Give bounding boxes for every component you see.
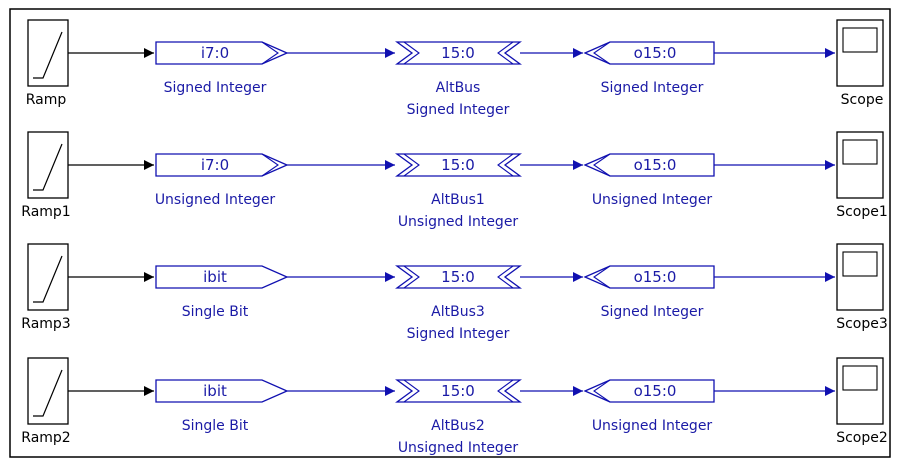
scope-block[interactable] (836, 19, 884, 87)
input-label: Signed Integer (164, 80, 267, 96)
altbus-chevron-left (403, 153, 420, 177)
output-chevron (593, 379, 611, 403)
scope-label: Scope1 (836, 204, 888, 220)
altbus-text: 15:0 (441, 382, 475, 400)
diagram-frame (9, 8, 891, 458)
ramp-label: Ramp1 (21, 204, 70, 220)
altbus-block[interactable]: 15:0 (395, 153, 522, 177)
scope-screen-icon (842, 27, 878, 53)
output-label: Unsigned Integer (592, 418, 713, 434)
scope-screen-icon (842, 139, 878, 165)
ramp-box (27, 243, 69, 311)
altbus-chevron-right (497, 265, 514, 289)
altbus-name: AltBus1 (431, 192, 485, 208)
ramp-box (27, 131, 69, 199)
input-block[interactable]: ibit (155, 265, 289, 289)
ramp-block[interactable] (27, 19, 69, 87)
altbus-box (395, 153, 522, 177)
altbus-type: Signed Integer (407, 102, 510, 118)
altbus-block[interactable]: 15:0 (395, 379, 522, 403)
scope-screen-icon (842, 365, 878, 391)
ramp-block[interactable] (27, 243, 69, 311)
output-label: Signed Integer (601, 80, 704, 96)
ramp-label: Ramp2 (21, 430, 70, 446)
input-chevron (261, 153, 279, 177)
altbus-name: AltBus (436, 80, 481, 96)
altbus-type: Signed Integer (407, 326, 510, 342)
scope-block[interactable] (836, 357, 884, 425)
output-label: Unsigned Integer (592, 192, 713, 208)
altbus-chevron-right (497, 153, 514, 177)
altbus-text: 15:0 (441, 44, 475, 62)
input-text: i7:0 (201, 156, 229, 174)
input-box (155, 153, 289, 177)
scope-screen-icon (842, 251, 878, 277)
output-block[interactable]: o15:0 (583, 379, 715, 403)
output-block[interactable]: o15:0 (583, 153, 715, 177)
altbus-chevron-left (403, 265, 420, 289)
altbus-name: AltBus2 (431, 418, 485, 434)
input-text: i7:0 (201, 44, 229, 62)
output-text: o15:0 (634, 44, 677, 62)
output-chevron (593, 41, 611, 65)
input-label: Unsigned Integer (155, 192, 276, 208)
ramp-icon (33, 255, 63, 303)
input-box (155, 379, 289, 403)
altbus-text: 15:0 (441, 268, 475, 286)
altbus-chevron-left (403, 41, 420, 65)
ramp-icon (33, 143, 63, 191)
input-box (155, 265, 289, 289)
output-text: o15:0 (634, 268, 677, 286)
altbus-box (395, 41, 522, 65)
output-text: o15:0 (634, 156, 677, 174)
altbus-box (395, 265, 522, 289)
output-block[interactable]: o15:0 (583, 265, 715, 289)
altbus-chevron-right (497, 41, 514, 65)
altbus-block[interactable]: 15:0 (395, 265, 522, 289)
scope-block[interactable] (836, 131, 884, 199)
ramp-block[interactable] (27, 357, 69, 425)
input-text: ibit (203, 382, 227, 400)
altbus-chevron-right (497, 379, 514, 403)
output-chevron (593, 153, 611, 177)
ramp-block[interactable] (27, 131, 69, 199)
output-chevron (593, 265, 611, 289)
altbus-text: 15:0 (441, 156, 475, 174)
input-text: ibit (203, 268, 227, 286)
input-label: Single Bit (182, 418, 249, 434)
scope-label: Scope3 (836, 316, 888, 332)
input-label: Single Bit (182, 304, 249, 320)
ramp-icon (33, 369, 63, 417)
input-block[interactable]: ibit (155, 379, 289, 403)
altbus-chevron-left (403, 379, 420, 403)
altbus-block[interactable]: 15:0 (395, 41, 522, 65)
altbus-name: AltBus3 (431, 304, 485, 320)
ramp-label: Ramp3 (21, 316, 70, 332)
altbus-type: Unsigned Integer (398, 214, 519, 230)
scope-block[interactable] (836, 243, 884, 311)
ramp-box (27, 19, 69, 87)
input-chevron (261, 41, 279, 65)
output-block[interactable]: o15:0 (583, 41, 715, 65)
input-box (155, 41, 289, 65)
altbus-box (395, 379, 522, 403)
ramp-label: Ramp (26, 92, 67, 108)
altbus-type: Unsigned Integer (398, 440, 519, 456)
output-label: Signed Integer (601, 304, 704, 320)
output-text: o15:0 (634, 382, 677, 400)
scope-label: Scope (841, 92, 884, 108)
scope-label: Scope2 (836, 430, 888, 446)
ramp-box (27, 357, 69, 425)
ramp-icon (33, 31, 63, 79)
input-block[interactable]: i7:0 (155, 153, 289, 177)
input-block[interactable]: i7:0 (155, 41, 289, 65)
